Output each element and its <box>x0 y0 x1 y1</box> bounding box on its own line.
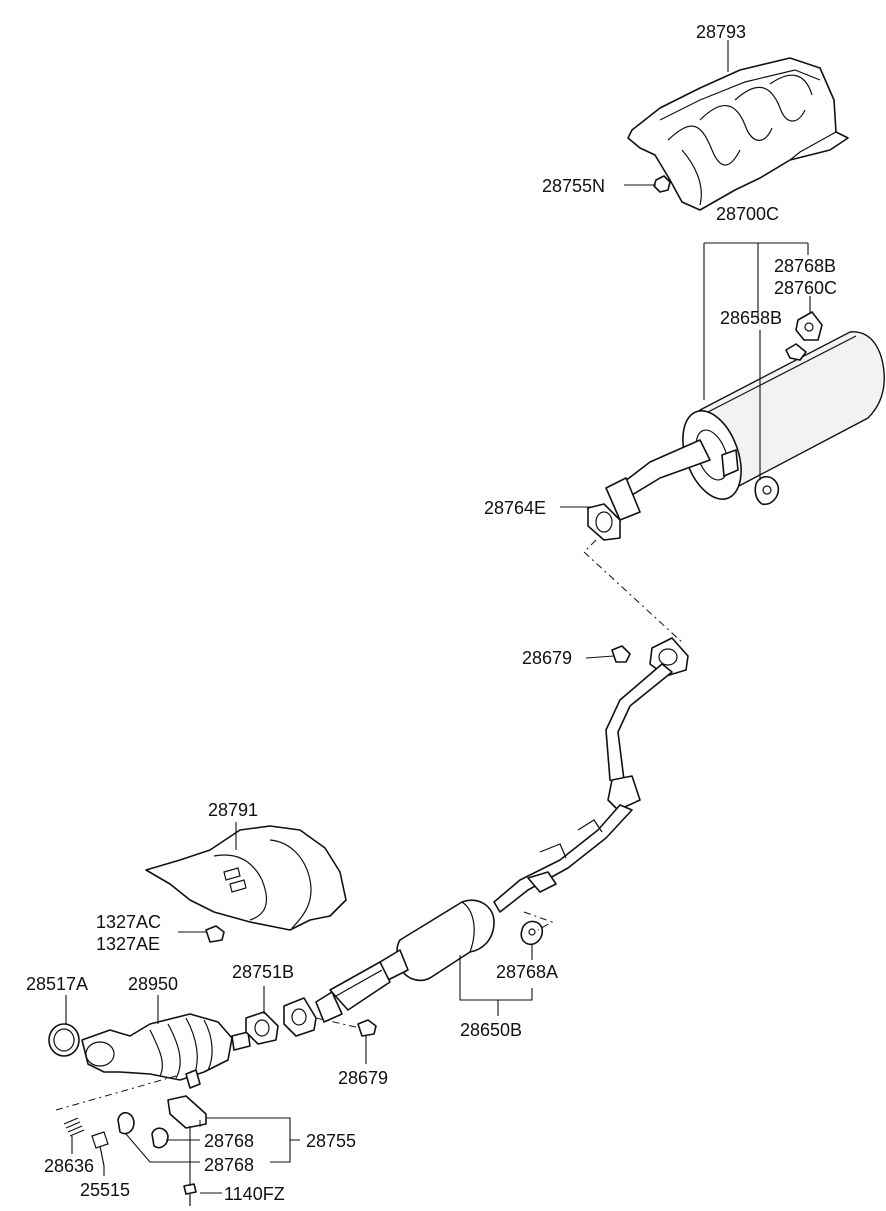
label-28650B: 28650B <box>460 1020 522 1040</box>
bolt-1140FZ <box>183 1183 197 1206</box>
gasket-28764E <box>587 503 621 541</box>
label-28760C: 28760C <box>774 278 837 298</box>
label-1327AE: 1327AE <box>96 934 160 954</box>
dashed-alignment-lines <box>55 539 685 1128</box>
label-28517A: 28517A <box>26 974 88 994</box>
heat-protector-front <box>145 825 347 931</box>
hanger-28768B <box>795 311 823 341</box>
bracket-28755 <box>167 1095 207 1129</box>
label-28950: 28950 <box>128 974 178 994</box>
muffler-assembly <box>605 331 885 521</box>
label-28768-upper: 28768 <box>204 1131 254 1151</box>
label-28768B: 28768B <box>774 256 836 276</box>
catalytic-converter <box>81 1013 251 1089</box>
nut-1327AC <box>205 925 225 943</box>
label-25515: 25515 <box>80 1180 130 1200</box>
part-labels: 28793 28755N 28700C 28768B 28760C 28658B… <box>26 22 837 1204</box>
label-28679-upper: 28679 <box>522 648 572 668</box>
label-28755N: 28755N <box>542 176 605 196</box>
label-28764E: 28764E <box>484 498 546 518</box>
hanger-bracket <box>785 343 807 361</box>
nut-28679-lower <box>357 1019 377 1037</box>
label-28658B: 28658B <box>720 308 782 328</box>
hanger-rubber-28658B <box>754 475 780 506</box>
label-1327AC: 1327AC <box>96 912 161 932</box>
label-28751B: 28751B <box>232 962 294 982</box>
label-28700C: 28700C <box>716 204 779 224</box>
label-28755: 28755 <box>306 1131 356 1151</box>
nut-28679-upper <box>611 645 631 663</box>
bolt-25515 <box>91 1131 109 1167</box>
label-28679-lower: 28679 <box>338 1068 388 1088</box>
label-28768A: 28768A <box>496 962 558 982</box>
spring-28636 <box>63 1117 85 1137</box>
label-1140FZ: 1140FZ <box>224 1184 285 1204</box>
label-28636: 28636 <box>44 1156 94 1176</box>
heat-protector-muffler <box>627 57 849 211</box>
leader-lines <box>65 40 811 1194</box>
hanger-28768-upper <box>151 1127 169 1149</box>
label-28768-lower: 28768 <box>204 1155 254 1175</box>
center-pipe-assembly <box>283 637 689 1037</box>
gasket-ring-28517A <box>48 1023 80 1057</box>
hanger-rubber-28768A <box>520 920 544 946</box>
hanger-28768-lower <box>117 1111 135 1135</box>
gasket-28751B <box>245 1011 279 1045</box>
label-28793: 28793 <box>696 22 746 42</box>
label-28791: 28791 <box>208 800 258 820</box>
nut-28755N <box>653 175 671 193</box>
